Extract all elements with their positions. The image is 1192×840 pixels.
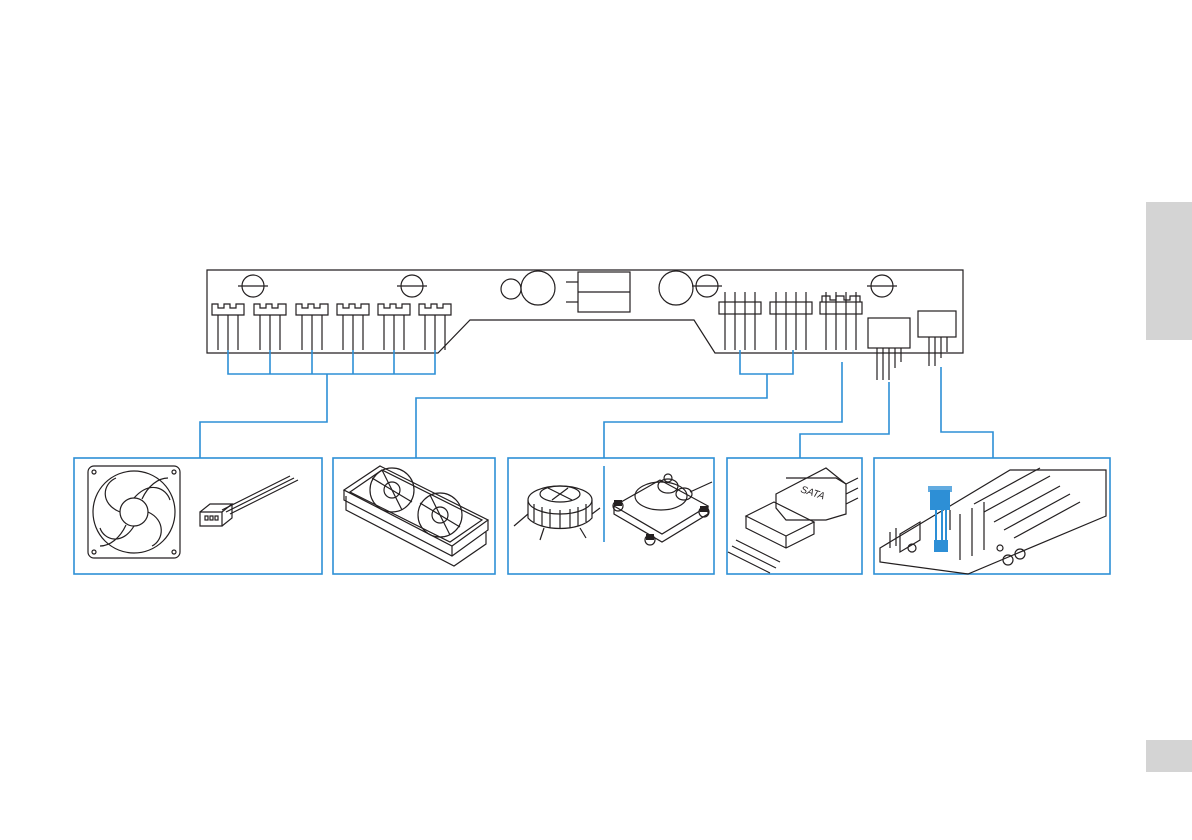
fan-header (254, 304, 286, 350)
pwm-signal-header (918, 311, 956, 366)
panel-case-fan (74, 458, 322, 574)
mounting-hole (238, 275, 268, 297)
small-capacitor (501, 279, 521, 299)
fan-header (212, 304, 244, 350)
fan-header (378, 304, 410, 350)
fan-header (296, 304, 328, 350)
connection-lines (200, 350, 993, 458)
panel-sata-power: SATA (727, 458, 862, 574)
fan-hub-board (207, 270, 963, 380)
mounting-hole (867, 275, 897, 297)
pump-header (719, 292, 761, 350)
panel-cpu-cooler (508, 458, 714, 574)
fan-header (419, 304, 451, 350)
pump-header (770, 292, 812, 350)
controller-chip (566, 272, 630, 312)
sata-power-header (868, 318, 910, 380)
cpu-fan-header (820, 292, 862, 350)
fan-header (337, 304, 369, 350)
mounting-hole (692, 275, 722, 297)
panel-motherboard (874, 458, 1110, 574)
large-capacitor (521, 271, 555, 305)
panel-aio-radiator (333, 458, 495, 574)
large-capacitor (659, 271, 693, 305)
mounting-hole (397, 275, 427, 297)
